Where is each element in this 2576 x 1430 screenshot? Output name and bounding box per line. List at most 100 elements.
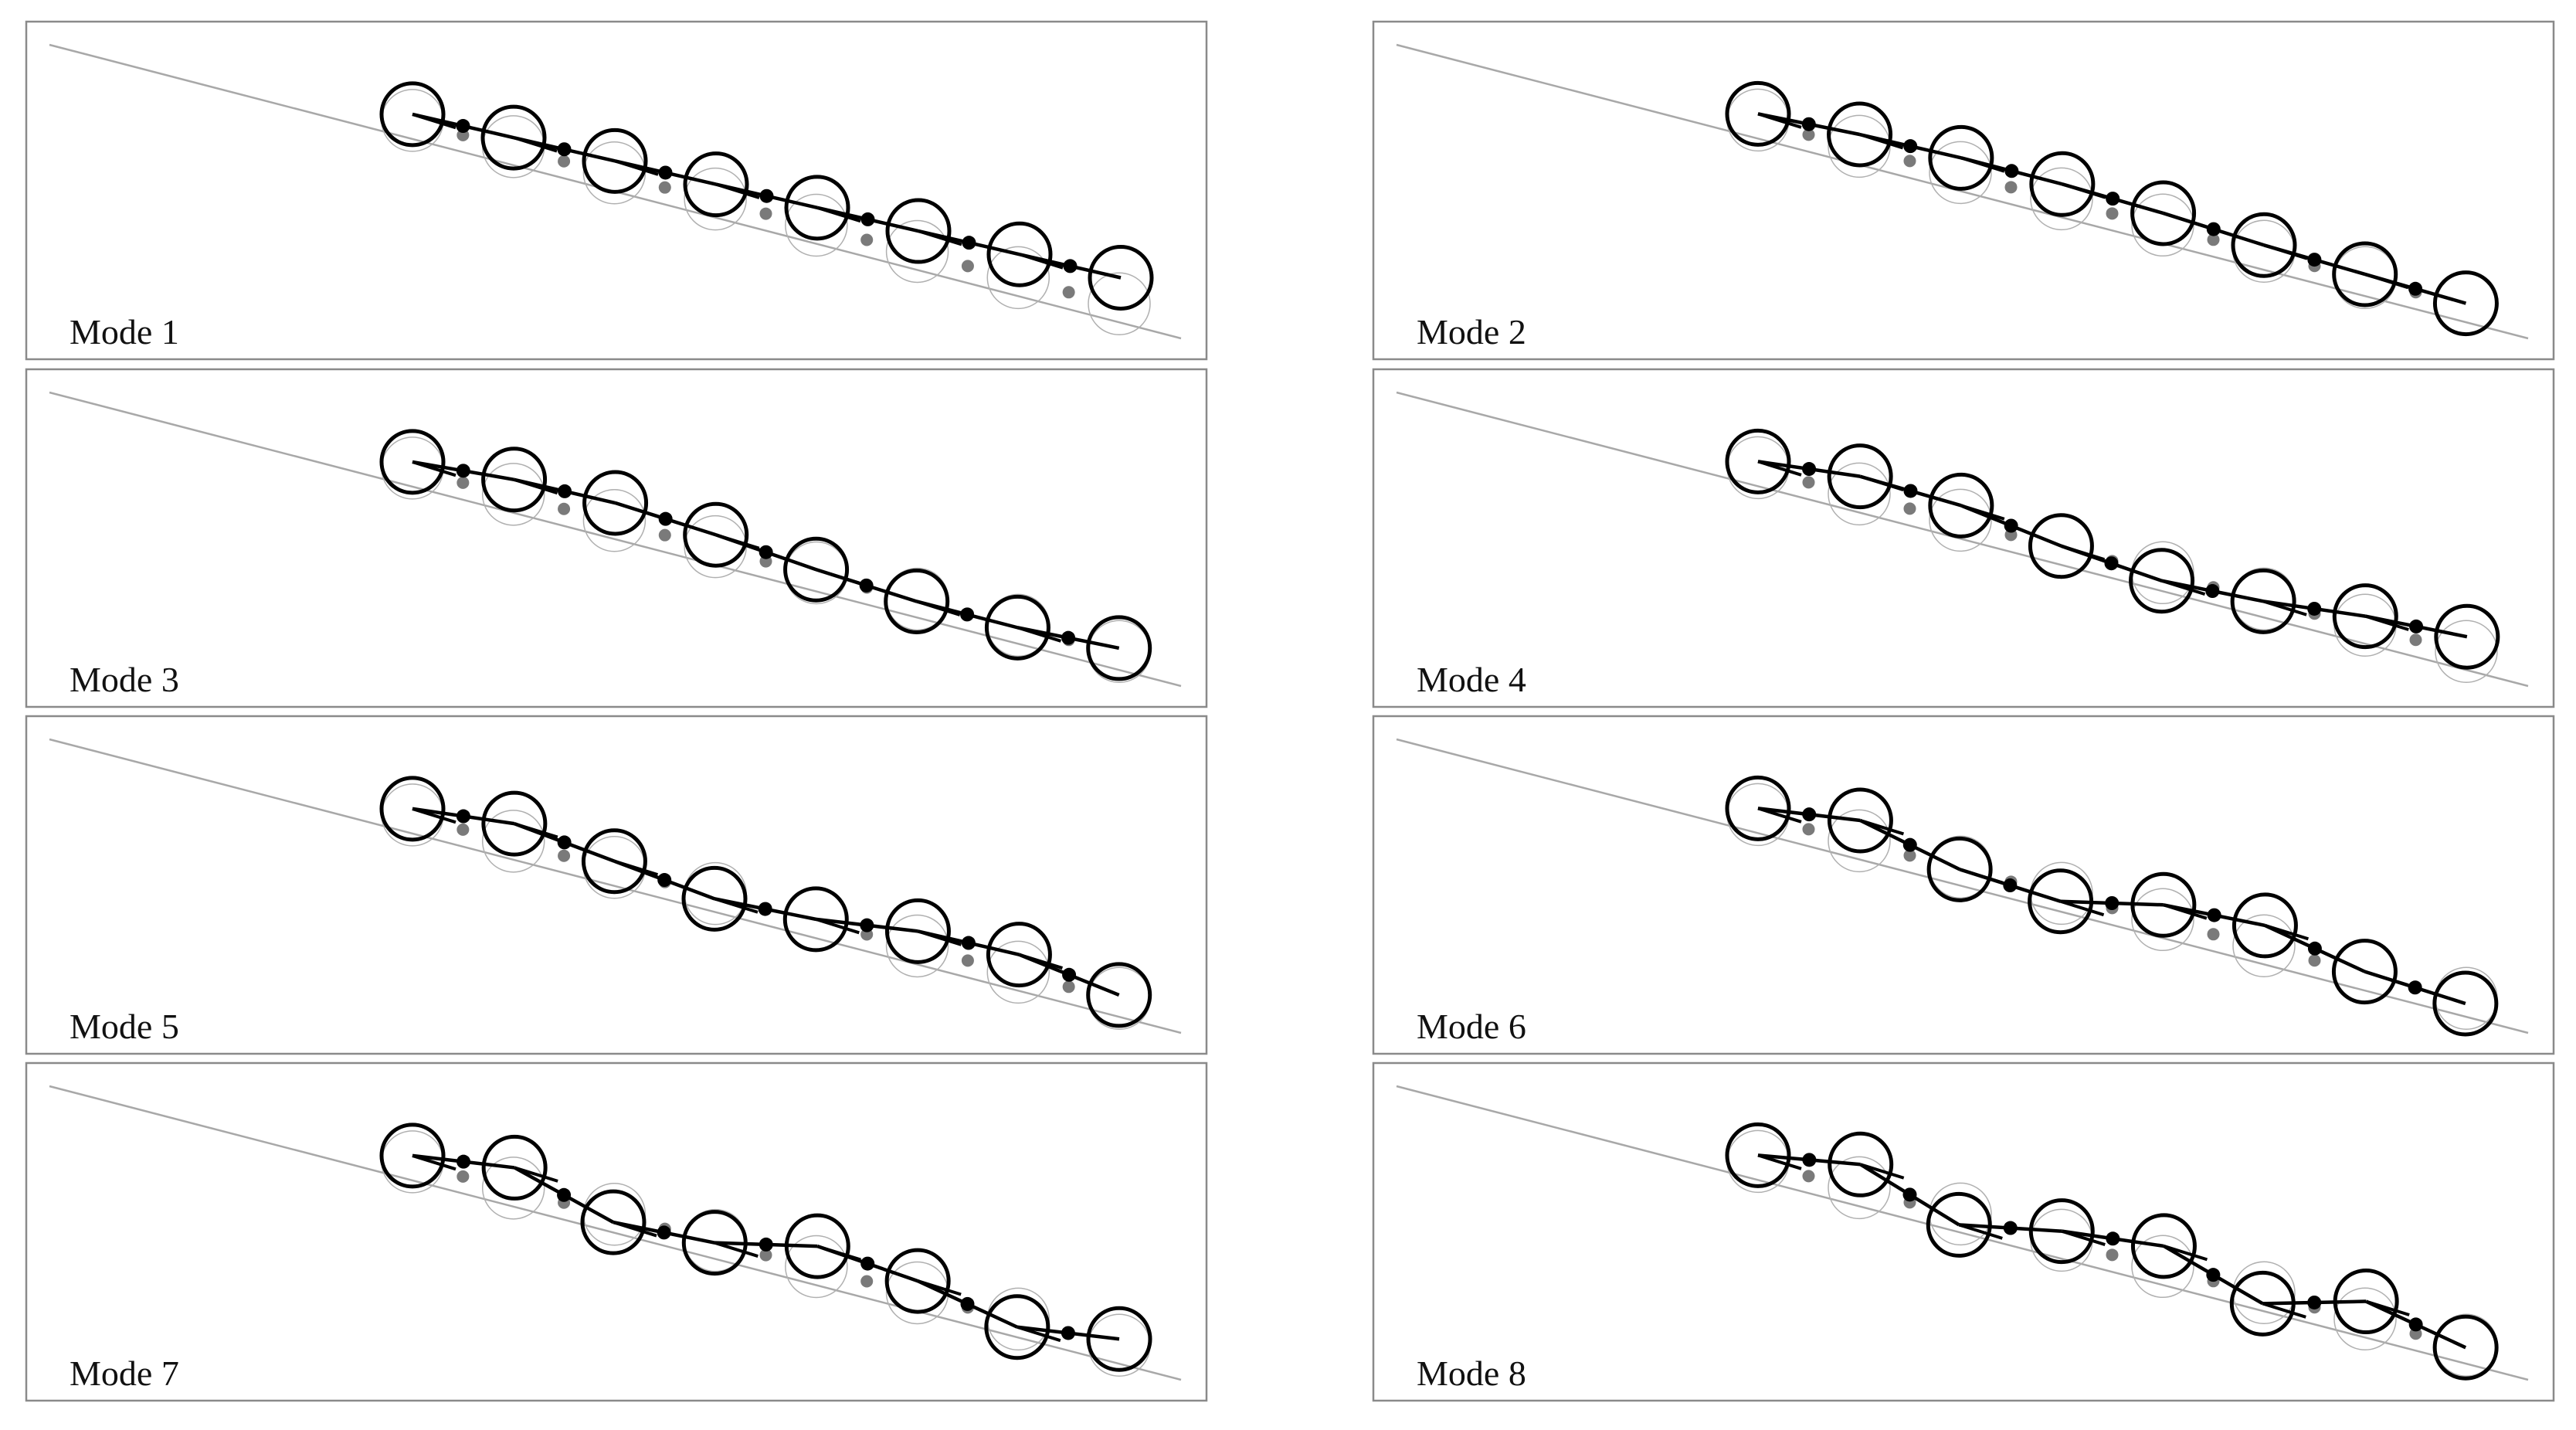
axle-stub xyxy=(614,159,659,176)
axle-stub xyxy=(2364,273,2409,290)
deformed-wheel xyxy=(1827,443,1893,510)
axle-stub xyxy=(1016,1325,1061,1343)
deformed-wheel xyxy=(986,221,1053,287)
deformed-wheel xyxy=(681,865,748,932)
rest-wheel xyxy=(2131,1235,2194,1299)
rest-joint xyxy=(2308,954,2321,967)
deformed-wheel xyxy=(784,1213,850,1279)
rest-joint xyxy=(2207,928,2220,941)
deformed-wheel xyxy=(2130,871,2197,938)
joint xyxy=(2307,253,2322,267)
axle-stub xyxy=(815,917,860,935)
deformed-wheel xyxy=(2331,939,2398,1005)
axle-stub xyxy=(513,477,558,495)
joint xyxy=(2307,1295,2322,1309)
axle-stub xyxy=(613,1221,657,1238)
axle-stub xyxy=(1960,504,2005,521)
deformed-wheel xyxy=(2432,270,2499,337)
deformed-wheel xyxy=(884,568,950,634)
joint xyxy=(2004,164,2019,178)
axle-stub xyxy=(514,822,558,839)
axle-stub xyxy=(714,897,759,914)
joint xyxy=(2004,518,2018,533)
axle-stub xyxy=(1858,133,1904,150)
deformed-wheel xyxy=(2029,151,2096,217)
joint xyxy=(2408,1317,2423,1332)
deformed-wheel xyxy=(582,470,649,536)
axle-stub xyxy=(815,568,860,585)
joint xyxy=(1902,837,1917,852)
joint xyxy=(456,119,470,134)
rest-joint xyxy=(658,181,671,194)
rest-joint xyxy=(2207,233,2220,246)
joint xyxy=(456,1154,471,1169)
axle-stub xyxy=(2061,1229,2106,1246)
deformed-wheel xyxy=(884,898,951,964)
joint xyxy=(456,809,470,824)
joint xyxy=(1061,630,1076,645)
mode-label: Mode 2 xyxy=(1417,312,1526,352)
rest-wheel xyxy=(481,810,545,873)
axle-stub xyxy=(2060,544,2106,562)
axle-stub xyxy=(2262,600,2307,616)
joint xyxy=(960,1296,975,1311)
deformed-wheel xyxy=(1926,836,1993,902)
axle-stub xyxy=(1757,807,1802,824)
axle-stub xyxy=(917,929,962,946)
rest-wheel xyxy=(986,940,1050,1004)
deformed-wheel xyxy=(782,886,849,953)
mode-label: Mode 1 xyxy=(70,312,179,352)
joint xyxy=(557,835,572,850)
rest-wheel xyxy=(785,1235,848,1299)
axle-stub xyxy=(2062,182,2106,199)
joint xyxy=(658,511,673,526)
axle-stub xyxy=(816,205,861,223)
joint xyxy=(961,936,976,950)
rest-joint xyxy=(759,1248,772,1262)
panel-frame xyxy=(1372,1061,2555,1402)
joint xyxy=(2106,1231,2120,1246)
axle-stub xyxy=(2163,903,2208,920)
deformed-wheel xyxy=(480,104,547,171)
joint xyxy=(558,484,572,498)
joint xyxy=(1063,259,1078,273)
axle-stub xyxy=(1757,1153,1802,1170)
joint xyxy=(860,1256,875,1271)
deformed-wheel xyxy=(1928,124,1994,191)
axle-stub xyxy=(1960,156,2005,173)
joint xyxy=(456,464,470,478)
mode-panel-5: Mode 5 xyxy=(25,715,1208,1055)
rest-joint xyxy=(759,207,772,220)
deformed-wheel xyxy=(984,1294,1050,1360)
deformed-wheel xyxy=(2333,1269,2399,1335)
deformed-wheel xyxy=(681,1210,748,1276)
deformed-wheel xyxy=(2129,548,2195,614)
rest-joint xyxy=(860,1275,874,1288)
reference-line xyxy=(1396,391,2529,688)
panel-frame xyxy=(1372,715,2555,1055)
mode-label: Mode 8 xyxy=(1417,1354,1526,1393)
deformed-wheel xyxy=(1926,1191,1992,1258)
joint xyxy=(759,189,774,203)
joint xyxy=(758,902,772,916)
axle-stub xyxy=(412,113,456,130)
joint xyxy=(657,873,672,888)
axle-stub xyxy=(412,1154,456,1171)
rest-joint xyxy=(1802,476,1815,489)
joint xyxy=(1903,484,1918,498)
axle-stub xyxy=(2364,970,2409,987)
joint xyxy=(557,142,572,157)
rest-joint xyxy=(456,1170,470,1183)
rest-joint xyxy=(1062,286,1075,299)
joint xyxy=(657,1225,671,1240)
rest-joint xyxy=(558,502,571,515)
axle-stub xyxy=(514,1166,558,1183)
joint xyxy=(2307,601,2322,616)
joint xyxy=(2409,619,2424,633)
joint xyxy=(960,607,975,622)
mode-panel-2: Mode 2 xyxy=(1372,20,2555,361)
axle-stub xyxy=(1016,626,1062,643)
deformed-wheel xyxy=(1725,1122,1791,1188)
